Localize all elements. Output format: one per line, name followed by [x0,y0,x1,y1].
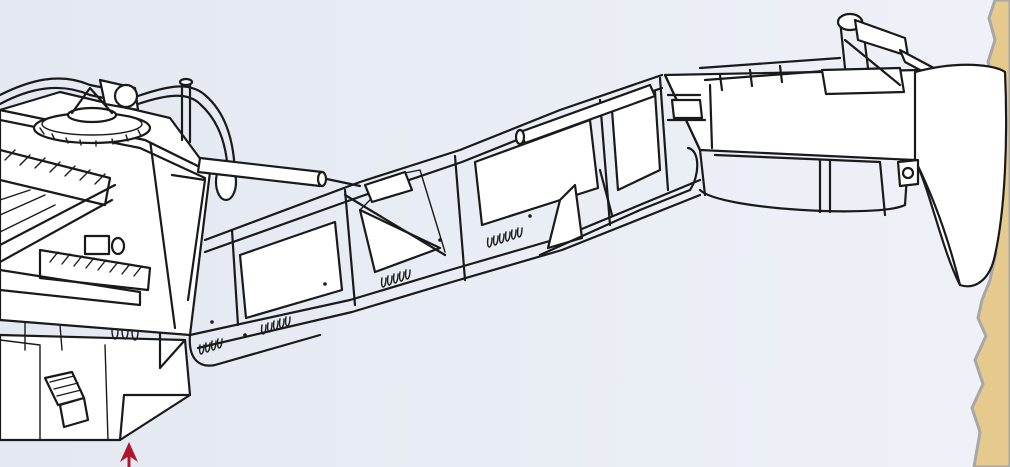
side-handle [43,370,90,429]
lower-housing [0,333,192,442]
bucket-blade [913,63,1008,288]
dredge-head [663,12,1008,288]
machine-body [0,77,238,442]
sieve-conveyor [0,148,152,307]
filler-cap [32,86,152,147]
spring-coils [198,227,523,355]
pointer-arrow-icon [120,442,138,467]
boom-window-1 [238,220,344,320]
hydraulic-cylinder-upper [514,83,657,146]
top-hose [0,77,127,97]
boom-arm [188,73,702,367]
